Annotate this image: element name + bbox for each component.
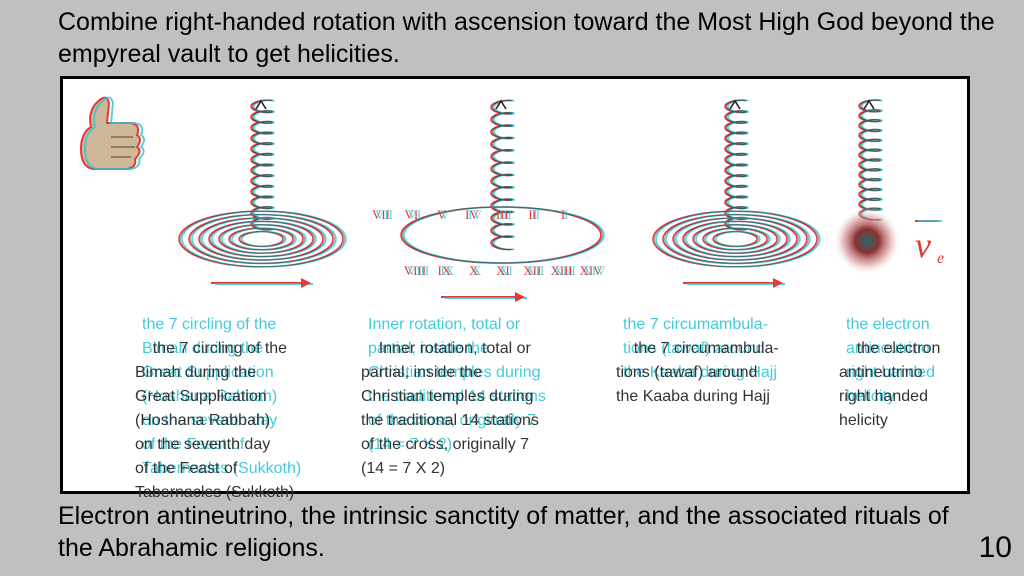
- helix-spiral-icon: [250, 99, 276, 231]
- station-numeral: XIII: [550, 263, 572, 278]
- caption-christianity: Inner rotation, total or partial, inside…: [361, 316, 546, 477]
- caption-antineutrino: the electron antineutrino right handed h…: [839, 316, 941, 429]
- svg-text:VII: VII: [375, 207, 393, 222]
- particle-subscript: e: [937, 250, 944, 267]
- station-numeral: XIV: [579, 263, 603, 278]
- rotation-arrow-icon: [211, 278, 313, 288]
- helix-spiral-icon: [858, 99, 884, 221]
- station-numeral: VI: [404, 207, 418, 222]
- svg-text:III: III: [499, 207, 512, 222]
- particle-blob-icon: [833, 207, 901, 275]
- svg-text:XII: XII: [526, 263, 544, 278]
- helix-spiral-icon: [490, 99, 516, 251]
- rotation-arrow-icon: [441, 292, 527, 302]
- bottom-text: Electron antineutrino, the intrinsic san…: [58, 502, 949, 562]
- station-numeral: I: [561, 207, 565, 222]
- temple-ellipse: [400, 206, 605, 264]
- svg-text:VIII: VIII: [407, 263, 429, 278]
- station-numeral: IX: [437, 263, 451, 278]
- station-numeral: V: [437, 207, 447, 222]
- svg-text:II: II: [531, 207, 540, 222]
- station-numeral: III: [496, 207, 509, 222]
- station-numeral: X: [469, 263, 479, 278]
- svg-text:VI: VI: [407, 207, 421, 222]
- station-numeral: II: [528, 207, 537, 222]
- circling-rings: [178, 210, 347, 268]
- svg-text:IV: IV: [468, 207, 482, 222]
- svg-text:XI: XI: [499, 263, 513, 278]
- svg-text:I: I: [564, 207, 568, 222]
- page-number: 10: [978, 531, 1012, 564]
- station-numeral: XII: [523, 263, 541, 278]
- helix-spiral-icon: [724, 99, 750, 231]
- circumambulation-rings: [652, 210, 821, 268]
- svg-text:XIII: XIII: [553, 263, 575, 278]
- caption-islam: the 7 circumambula- tions (tawaf) around…: [616, 316, 779, 405]
- svg-text:IX: IX: [440, 263, 454, 278]
- station-numeral: VII: [372, 207, 390, 222]
- svg-text:V: V: [440, 207, 450, 222]
- thumbs-up-icon: [79, 96, 145, 170]
- svg-text:XIV: XIV: [582, 263, 606, 278]
- rotation-arrow-icon: [683, 278, 785, 288]
- station-numeral: VIII: [404, 263, 426, 278]
- particle-symbol: ν: [915, 225, 931, 265]
- svg-text:X: X: [472, 263, 482, 278]
- station-numeral: XI: [496, 263, 510, 278]
- caption-judaism: the 7 circling of the Bimah during the G…: [135, 316, 302, 501]
- station-numeral: IV: [465, 207, 479, 222]
- slide-title: Combine right-handed rotation with ascen…: [58, 8, 995, 68]
